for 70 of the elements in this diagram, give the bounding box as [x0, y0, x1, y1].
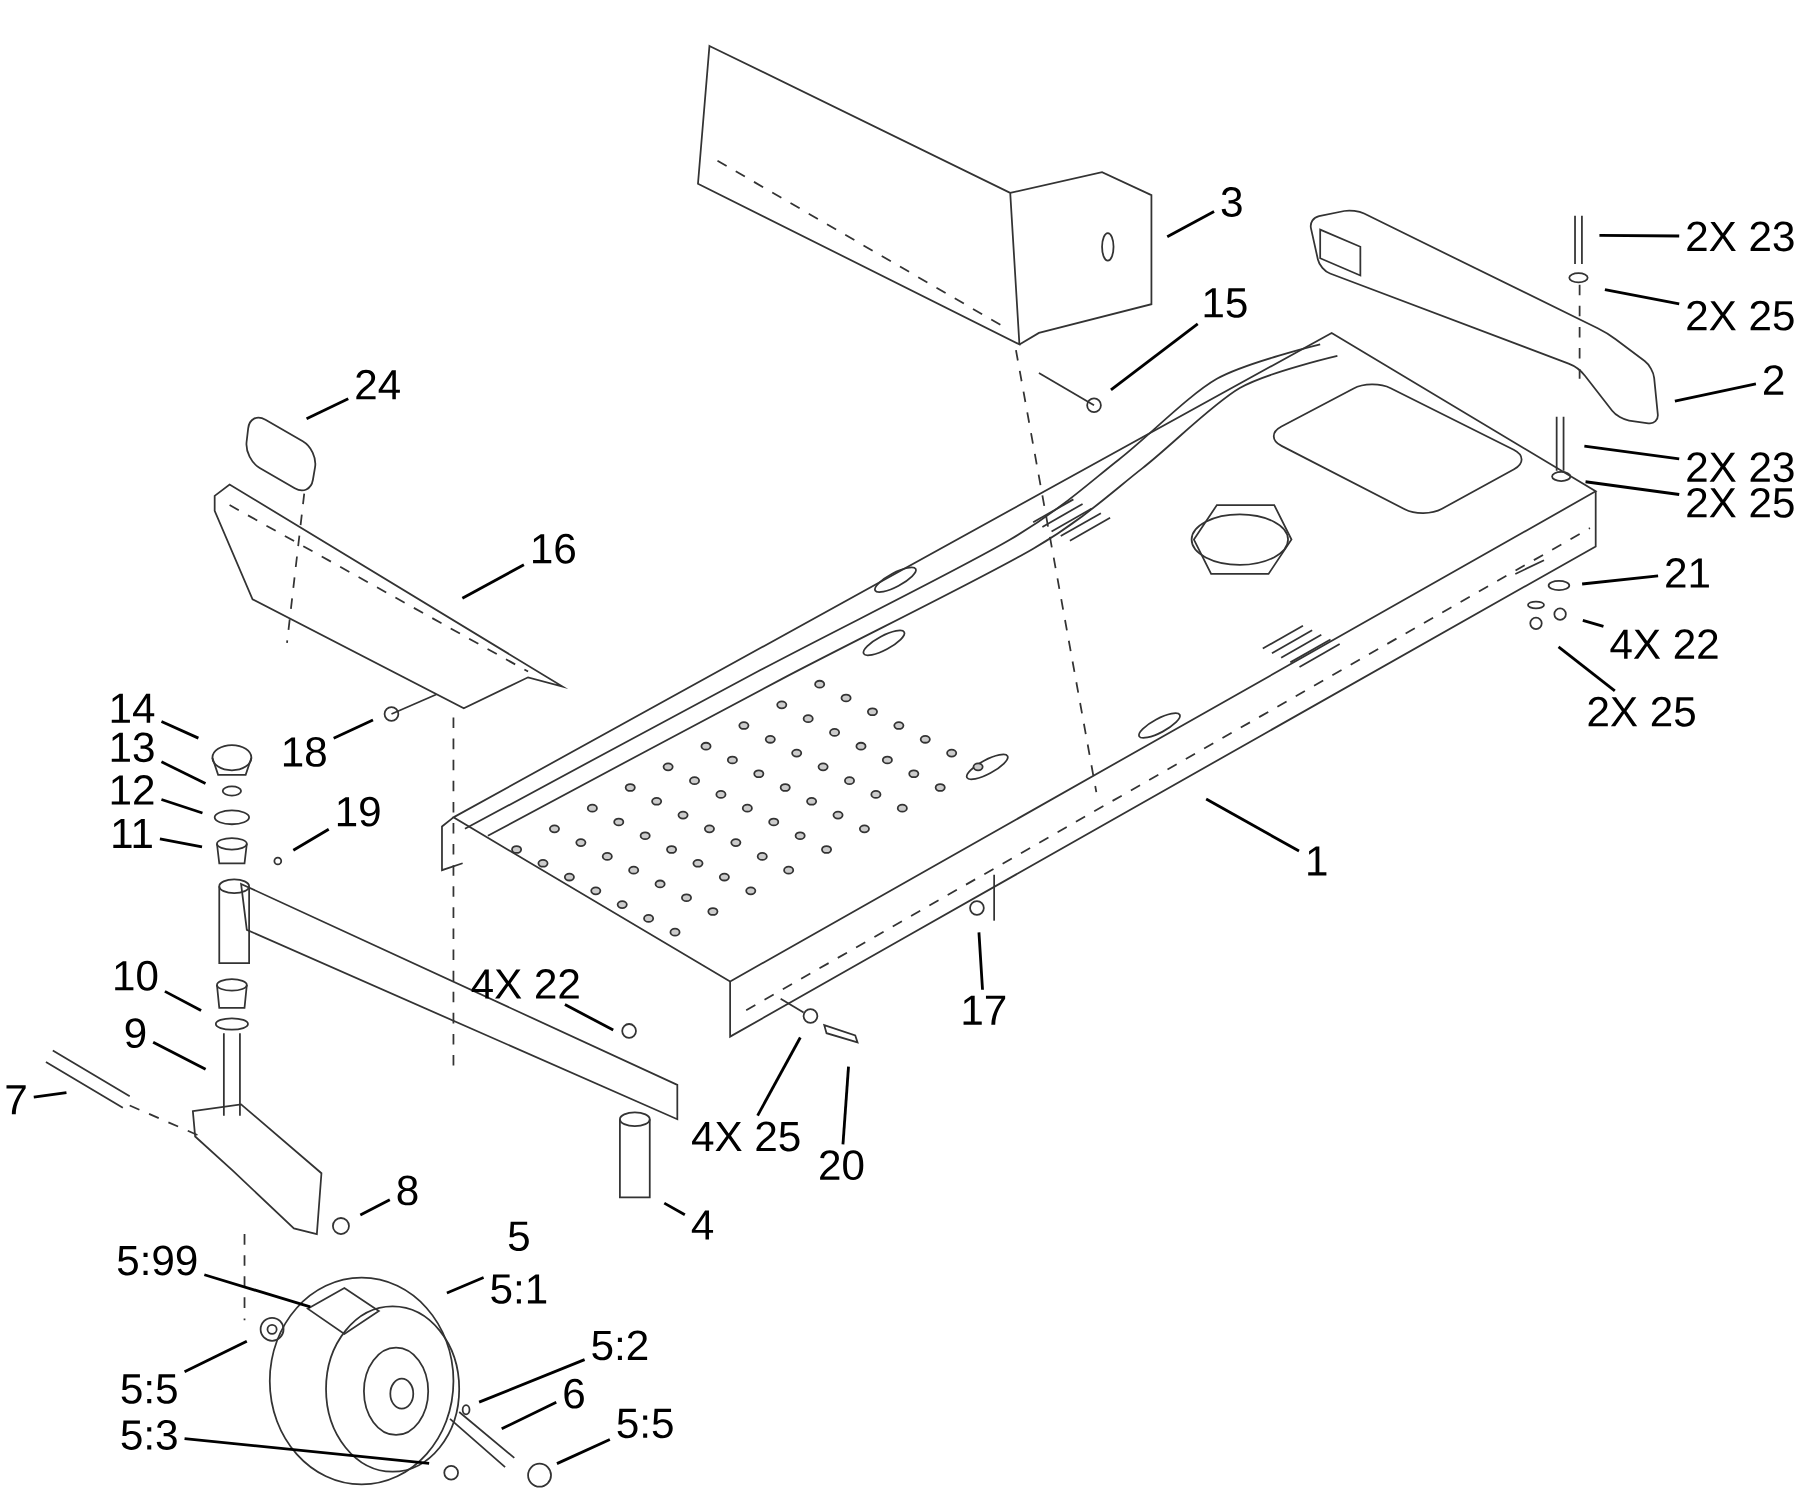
- leader-line: [1599, 234, 1680, 238]
- leader-line: [161, 798, 203, 815]
- leader-line: [501, 1401, 557, 1431]
- callout-number: 9: [125, 1018, 146, 1049]
- callout-number: 15: [1204, 288, 1247, 318]
- leader-line: [1604, 288, 1680, 306]
- leader-line: [160, 760, 207, 785]
- callout-number: 21: [1666, 558, 1709, 588]
- leader-line: [305, 397, 349, 421]
- callout-number: 5 5:1: [491, 1221, 547, 1304]
- leader-line: [1110, 322, 1199, 392]
- callout-number: 2: [1764, 365, 1784, 395]
- callout-number: 24: [356, 369, 400, 400]
- callout-number: 11: [113, 819, 152, 849]
- callout-number: 4X 22: [1610, 629, 1718, 659]
- callout-number: 5:2: [592, 1330, 648, 1361]
- callout-number: 7: [6, 1085, 26, 1115]
- leader-line: [1584, 444, 1680, 461]
- leader-line: [33, 1091, 67, 1099]
- callout-number: 4X 25: [692, 1121, 800, 1152]
- callout-number: 18: [283, 737, 326, 767]
- leader-line: [1582, 619, 1604, 628]
- leader-line: [203, 1273, 311, 1309]
- callout-number: 5:99: [117, 1245, 197, 1276]
- leader-line: [184, 1437, 430, 1465]
- callout-number: 1: [1308, 846, 1327, 876]
- leader-line: [183, 1340, 248, 1374]
- leader-line: [292, 828, 330, 852]
- callout-number: 4X 22: [471, 969, 579, 999]
- leader-line: [461, 563, 525, 600]
- leader-line: [478, 1358, 586, 1404]
- leader-line: [359, 1198, 391, 1217]
- leader-line: [556, 1438, 611, 1465]
- leader-line: [160, 720, 199, 740]
- leader-line: [333, 718, 374, 740]
- callout-number: 3: [1221, 187, 1242, 218]
- leader-line: [841, 1066, 850, 1145]
- callout-number: 17: [963, 995, 1006, 1025]
- callout-number: 10: [115, 960, 158, 991]
- leader-line: [1582, 574, 1659, 586]
- leader-line: [1166, 210, 1215, 239]
- callout-number: 2X 25: [1687, 300, 1794, 331]
- leader-line: [756, 1036, 802, 1117]
- callout-number: 2X 23: [1687, 452, 1794, 483]
- callout-number: 5:5: [121, 1374, 177, 1404]
- callout-number: 5:5: [617, 1408, 673, 1439]
- leader-line: [1557, 645, 1616, 693]
- callout-number: 19: [337, 796, 380, 827]
- callout-number: 4: [691, 1210, 714, 1240]
- callout-number: 2X 25: [1687, 488, 1794, 518]
- leader-line: [164, 990, 202, 1012]
- leader-line: [1205, 797, 1300, 853]
- callout-number: 20: [820, 1150, 864, 1181]
- callout-number: 14: [111, 693, 155, 723]
- callout-number: 6: [564, 1378, 584, 1409]
- leader-line: [1674, 382, 1757, 403]
- leader-line: [564, 1003, 614, 1032]
- leader-line: [663, 1202, 686, 1217]
- callout-number: 12: [111, 775, 154, 805]
- callout-number: 2X 25: [1588, 696, 1695, 727]
- callout-number: 5:3: [121, 1420, 177, 1450]
- leader-line: [159, 837, 203, 849]
- callout-number: 8: [397, 1175, 418, 1206]
- callout-number: 16: [533, 533, 575, 564]
- callout-number: 2X 23: [1687, 221, 1794, 252]
- leader-line: [977, 932, 984, 990]
- leader-line: [152, 1041, 207, 1071]
- leader-line: [446, 1276, 485, 1295]
- callout-number: 13: [111, 732, 154, 763]
- leader-line: [1585, 480, 1680, 496]
